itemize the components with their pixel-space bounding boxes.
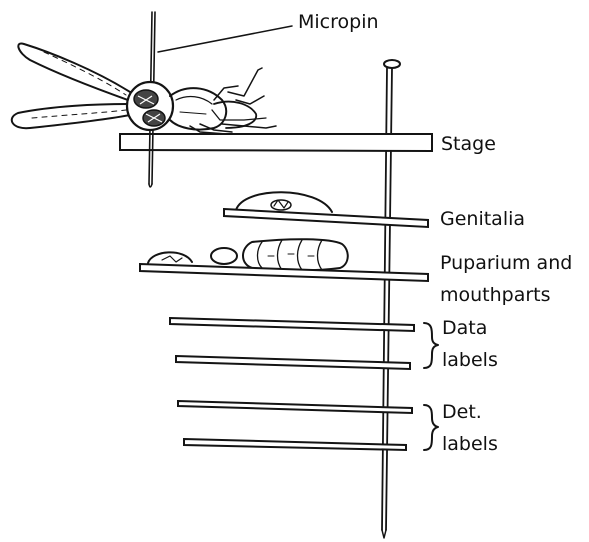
- curly-brace-icon: [424, 323, 438, 368]
- det-label-line1: Det.: [442, 400, 482, 425]
- stage-label: Stage: [441, 132, 496, 157]
- genitalia-strip: [224, 192, 428, 227]
- insect-pin-icon: [382, 60, 400, 538]
- data-label-strips: [170, 318, 414, 369]
- puparium-icon: [243, 239, 348, 270]
- micropin-label: Micropin: [298, 10, 379, 35]
- det-label-strips: [178, 401, 412, 450]
- data-label-line2: labels: [442, 348, 498, 373]
- puparium-label-line1: Puparium and: [440, 251, 572, 276]
- data-label-line1: Data: [442, 316, 487, 341]
- curly-brace-icon: [424, 405, 438, 450]
- genitalia-label: Genitalia: [440, 207, 525, 232]
- stage-strip: [120, 134, 432, 151]
- fly-specimen-icon: [12, 44, 276, 134]
- det-label-line2: labels: [442, 432, 498, 457]
- puparium-label-line2: mouthparts: [440, 283, 551, 308]
